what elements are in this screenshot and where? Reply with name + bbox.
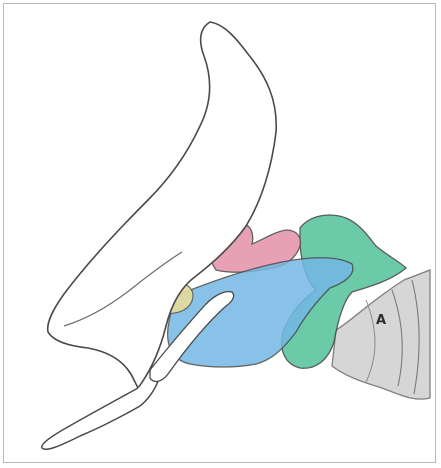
- label-a: A: [376, 313, 386, 328]
- lower-tail-bone: [42, 376, 160, 449]
